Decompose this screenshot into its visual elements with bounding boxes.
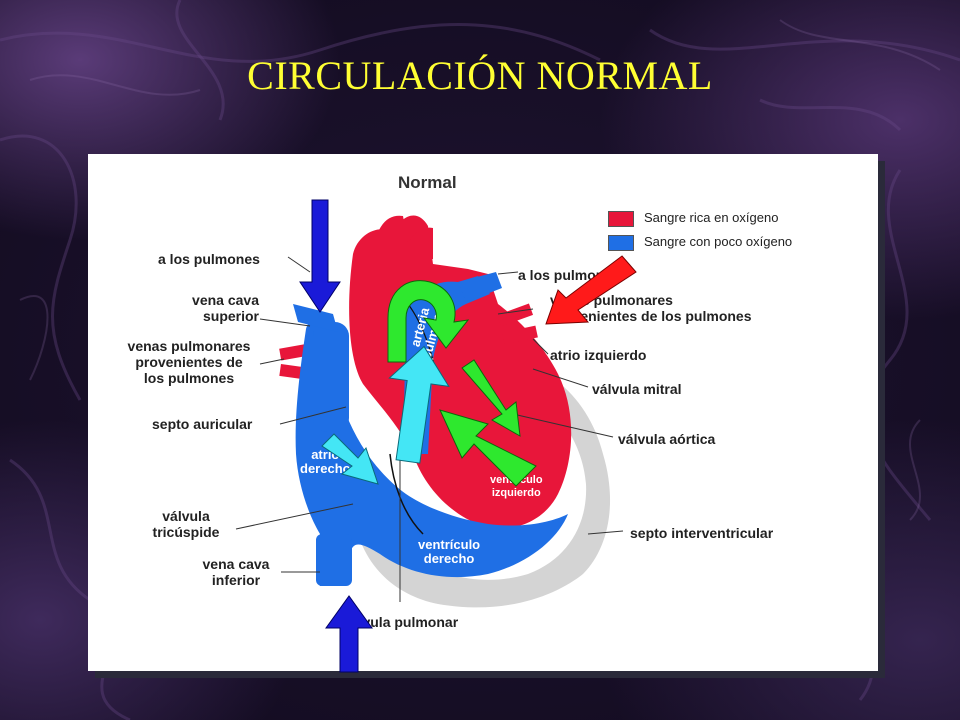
- label-line: izquierdo: [491, 487, 541, 499]
- arrow-cyan-up: [388, 345, 450, 464]
- legend-label-oxygen-rich: Sangre rica en oxígeno: [644, 210, 779, 225]
- label-line: válvula: [162, 508, 210, 524]
- label-line: vena cava: [202, 556, 270, 572]
- label-septo-interventricular: septo interventricular: [630, 525, 774, 541]
- label-line: superior: [202, 308, 259, 324]
- label-line: provenientes de: [135, 354, 243, 370]
- aorta: [373, 215, 433, 264]
- label-line: ventrículo: [418, 537, 481, 552]
- arrow-cyan-diagonal: [321, 433, 379, 485]
- label-line: venas pulmonares: [127, 338, 251, 354]
- right-heart-blue: [295, 316, 568, 586]
- arrow-blue-up-bottom: [325, 595, 373, 673]
- label-valvula-tricuspide: válvula tricúspide: [138, 508, 234, 540]
- diagram-heading: Normal: [398, 173, 457, 192]
- legend-swatch-oxygen-rich: [608, 211, 634, 227]
- vena-cava-inferior: [316, 534, 352, 586]
- right-pulmonary-vein-2: [502, 325, 538, 345]
- label-valvula-pulmonar: válvula pulmonar: [343, 614, 459, 630]
- label-atrio-derecho: atrio derecho: [300, 448, 351, 476]
- label-valvula-aortica: válvula aórtica: [618, 431, 716, 447]
- label-line: inferior: [211, 572, 261, 588]
- label-septo-auricular: septo auricular: [152, 416, 253, 432]
- arrow-red: [545, 255, 637, 325]
- legend-swatch-oxygen-poor: [608, 235, 634, 251]
- label-venas-pulmonares-left: venas pulmonares provenientes de los pul…: [116, 338, 262, 386]
- label-ventriculo-derecho: ventrículo derecho: [418, 538, 480, 566]
- arrow-green-curved: [387, 280, 470, 363]
- label-line: vena cava: [192, 292, 259, 308]
- label-line: los pulmones: [143, 370, 235, 386]
- pulmonary-artery-left-branch: [293, 304, 338, 332]
- right-pulmonary-vein-1: [496, 303, 534, 327]
- label-vena-cava-inferior: vena cava inferior: [192, 556, 280, 588]
- leader-lines: [235, 256, 624, 602]
- label-a-los-pulmones-left: a los pulmones: [158, 251, 260, 267]
- label-atrio-izquierdo: atrio izquierdo: [550, 347, 647, 363]
- arrow-green-small: [461, 359, 521, 437]
- vena-cava-superior: [313, 322, 349, 432]
- legend-label-oxygen-poor: Sangre con poco oxígeno: [644, 234, 793, 249]
- label-line: derecho: [300, 461, 351, 476]
- arrow-green-big: [439, 409, 537, 487]
- label-valvula-mitral: válvula mitral: [592, 381, 682, 397]
- arrow-blue-down-top: [299, 199, 341, 313]
- slide-title: CIRCULACIÓN NORMAL: [247, 53, 713, 98]
- label-line: tricúspide: [152, 524, 220, 540]
- label-line: provenientes de los pulmones: [550, 308, 752, 324]
- pulmonary-artery-right-branch: [458, 272, 502, 302]
- label-vena-cava-superior: vena cava superior: [173, 292, 259, 324]
- label-line: derecho: [423, 551, 475, 566]
